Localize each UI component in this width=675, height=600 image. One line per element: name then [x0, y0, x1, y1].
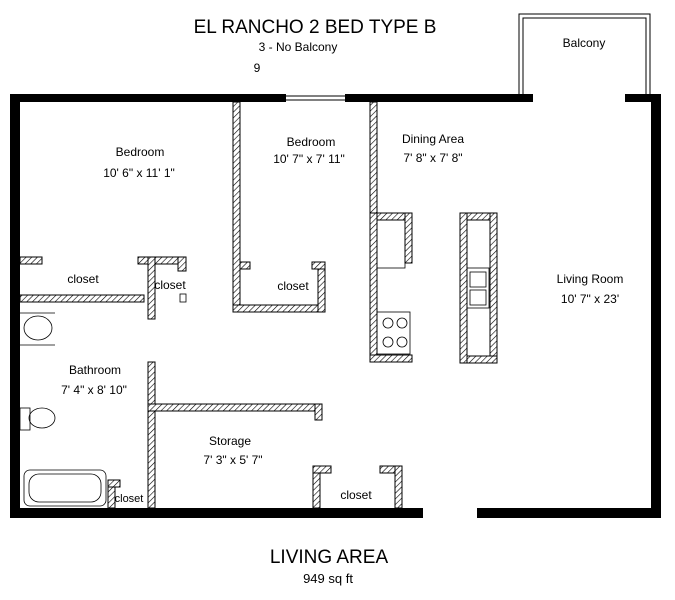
- room-bedroom-1: Bedroom 10' 6" x 11' 1": [103, 145, 175, 180]
- exterior-walls: [10, 94, 661, 518]
- room-size: 10' 6" x 11' 1": [103, 166, 175, 180]
- top-windows: [20, 95, 345, 101]
- room-dining-area: Dining Area 7' 8" x 7' 8": [402, 132, 464, 165]
- room-storage: Storage 7' 3" x 5' 7": [203, 434, 262, 467]
- closet-label: closet: [277, 279, 309, 293]
- balcony: Balcony: [518, 13, 651, 95]
- toilet-icon: [28, 407, 56, 429]
- room-name: Bedroom: [116, 145, 165, 159]
- refrigerator-icon: [376, 219, 406, 269]
- interior-walls: [19, 101, 498, 509]
- plan-title: EL RANCHO 2 BED TYPE B: [194, 17, 437, 38]
- room-bedroom-2: Bedroom 10' 7" x 7' 11": [273, 135, 345, 166]
- closet-label: closet: [154, 278, 186, 292]
- bathroom-sink-icon: [23, 315, 53, 341]
- plan-floor-number: 9: [254, 61, 261, 75]
- living-area-value: 949 sq ft: [303, 571, 353, 586]
- room-size: 7' 4" x 8' 10": [61, 383, 127, 397]
- room-living-room: Living Room 10' 7" x 23': [557, 272, 624, 306]
- room-size: 7' 8" x 7' 8": [403, 151, 462, 165]
- fixtures: [19, 219, 490, 507]
- balcony-label: Balcony: [563, 36, 606, 50]
- room-bathroom: Bathroom 7' 4" x 8' 10": [61, 363, 127, 397]
- stove-icon: [376, 311, 411, 355]
- closet-label: closet: [115, 493, 144, 505]
- room-name: Bedroom: [287, 135, 336, 149]
- room-name: Bathroom: [69, 363, 121, 377]
- plan-subtitle: 3 - No Balcony: [259, 40, 338, 54]
- room-name: Living Room: [557, 272, 624, 286]
- closet-label: closet: [67, 272, 99, 286]
- bathtub-icon: [23, 469, 107, 507]
- room-name: Dining Area: [402, 132, 464, 146]
- living-area-label: LIVING AREA: [270, 547, 389, 568]
- closet-label: closet: [340, 488, 372, 502]
- kitchen-sink-icon: [466, 267, 490, 309]
- room-name: Storage: [209, 434, 251, 448]
- room-size: 7' 3" x 5' 7": [203, 453, 262, 467]
- room-size: 10' 7" x 7' 11": [273, 152, 345, 166]
- room-size: 10' 7" x 23': [561, 292, 619, 306]
